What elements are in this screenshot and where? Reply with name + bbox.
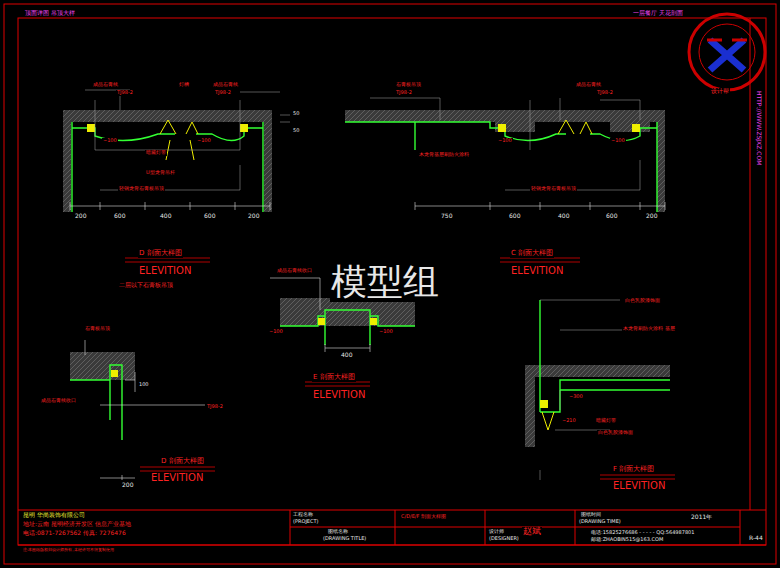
- drawing-label: 电话:15825276686 - - - - - QQ:564987801: [590, 530, 695, 536]
- drawing-label: 600: [508, 213, 521, 220]
- watermark: HTTP://WWW.ZSJXZ.COM: [755, 90, 762, 166]
- drawing-label: (DRAWING TIME): [578, 519, 622, 525]
- drawing-label: 600: [203, 213, 216, 220]
- drawing-label: 一层餐厅 天花剖面: [632, 10, 684, 17]
- drawing-label: 2011年: [690, 514, 713, 521]
- drawing-label: 二层以下石膏板吊顶: [118, 282, 174, 289]
- drawing-label: R-44: [748, 535, 764, 542]
- drawing-label: TJ98-2: [206, 404, 224, 410]
- drawing-label: 100: [138, 382, 150, 388]
- drawing-label: (DRAWING TITLE): [322, 536, 367, 542]
- drawing-label: C 剖面大样图: [510, 250, 554, 258]
- drawing-label: C/D/E/F 剖面大样图: [400, 514, 447, 520]
- drawing-label: 工程名称: [292, 512, 314, 518]
- drawing-label: 600: [605, 213, 618, 220]
- drawing-label: 木龙骨基层刷防火涂料: [418, 152, 470, 158]
- drawing-label: 邮箱:ZHAOBIN515@163.COM: [590, 537, 664, 543]
- title-sub: ELEVITION: [150, 472, 204, 483]
- drawing-label: 石膏板吊顶: [84, 326, 111, 332]
- drawing-label: 暗藏灯带: [595, 418, 617, 424]
- drawing-label: 成品石膏线: [575, 82, 602, 88]
- drawing-label: 注:本图纸版权归设计师所有,未经许可不得复制使用: [22, 548, 115, 552]
- drawing-label: ~100: [196, 138, 212, 144]
- drawing-label: 750: [440, 213, 453, 220]
- section-f: [525, 300, 675, 480]
- drawing-label: 石膏板吊顶: [395, 82, 422, 88]
- drawing-label: ~210: [561, 418, 577, 424]
- drawing-label: (DESIGNER): [488, 536, 520, 542]
- drawing-label: 顶面详图 吊顶大样: [24, 10, 76, 17]
- drawing-label: U型龙骨吊杆: [145, 170, 176, 176]
- drawing-label: ~100: [610, 138, 626, 144]
- drawing-label: 600: [113, 213, 126, 220]
- drawing-label: TJ98-2: [214, 90, 232, 96]
- drawing-label: 成品石膏线收口: [276, 268, 313, 274]
- section-d: [70, 340, 215, 480]
- drawing-label: 400: [159, 213, 172, 220]
- drawing-label: 电话:0871-7267562 传真: 7276476: [22, 530, 127, 537]
- title-sub: 模型组: [330, 262, 440, 302]
- drawing-label: (PROJECT): [292, 519, 320, 525]
- drawing-label: TJ98-2: [596, 90, 614, 96]
- drawing-label: ~100: [268, 329, 284, 335]
- drawing-label: 200: [247, 213, 260, 220]
- drawing-label: 设计师: [488, 529, 505, 535]
- drawing-label: 成品石膏线收口: [40, 398, 77, 404]
- drawing-label: 灯槽: [178, 82, 190, 88]
- drawing-label: 200: [645, 213, 658, 220]
- title-sub: ELEVITION: [138, 265, 192, 276]
- drawing-label: 白色乳胶漆饰面: [597, 430, 634, 436]
- title-sub: ELEVITION: [510, 265, 564, 276]
- drawing-label: TJ98-2: [395, 90, 413, 96]
- drawing-label: 200: [121, 482, 134, 489]
- drawing-label: 白色乳胶漆饰面: [624, 298, 661, 304]
- drawing-label: 赵斌: [522, 527, 542, 537]
- drawing-label: 轻钢龙骨石膏板吊顶: [530, 186, 577, 192]
- drawing-label: ~100: [497, 138, 513, 144]
- drawing-label: 暗藏灯带: [145, 150, 167, 156]
- drawing-label: 成品石膏线: [92, 82, 119, 88]
- drawing-label: 轻钢龙骨石膏板吊顶: [118, 186, 165, 192]
- section-c: [345, 98, 665, 262]
- drawing-label: 设计帮: [710, 88, 730, 95]
- drawing-label: ~300: [568, 394, 584, 400]
- drawing-label: 图纸名称: [327, 529, 349, 535]
- drawing-label: 400: [557, 213, 570, 220]
- drawing-label: E 剖面大样图: [312, 374, 356, 382]
- title-sub: ELEVITION: [612, 480, 666, 491]
- drawing-label: 木龙骨刷防火涂料 基层: [622, 326, 676, 332]
- drawing-label: TJ98-2: [116, 90, 134, 96]
- drawing-label: 400: [340, 352, 353, 359]
- frame: [4, 4, 776, 564]
- drawing-label: 图纸时间: [580, 512, 602, 518]
- logo: [689, 14, 765, 90]
- drawing-label: 地址:云南 昆明经济开发区 信息产业基地: [22, 521, 132, 528]
- drawing-label: 50: [292, 128, 300, 134]
- title-sub: ELEVITION: [312, 389, 366, 400]
- drawing-label: 200: [74, 213, 87, 220]
- drawing-label: ~100: [378, 329, 394, 335]
- drawing-label: 50: [292, 111, 300, 117]
- drawing-label: D 剖面大样图: [160, 458, 205, 466]
- drawing-label: F 剖面大样图: [612, 466, 655, 474]
- drawing-label: D 剖面大样图: [138, 250, 183, 258]
- section-a: [63, 90, 290, 262]
- drawing-label: 成品石膏线: [212, 82, 239, 88]
- drawing-label: 昆明 华尚装饰有限公司: [22, 512, 86, 519]
- drawing-label: ~100: [102, 138, 118, 144]
